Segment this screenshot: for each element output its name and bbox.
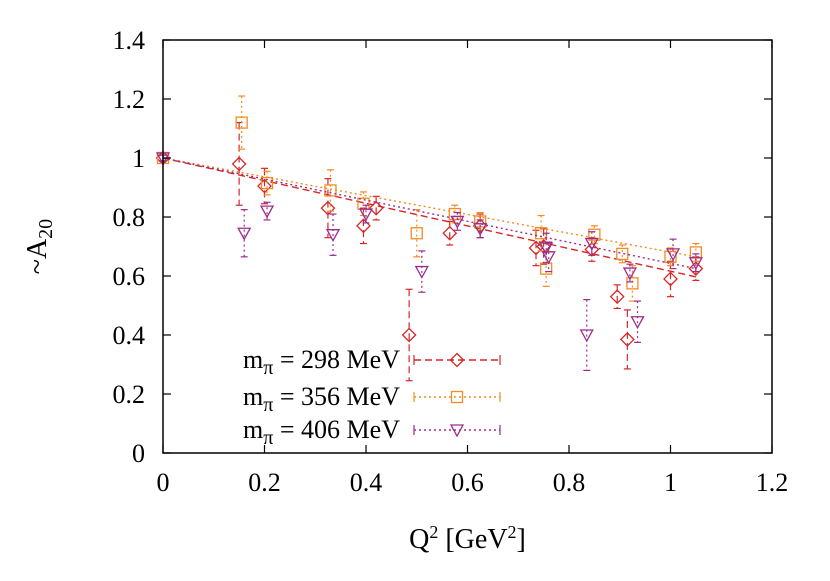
legend-marker xyxy=(449,352,465,368)
data-point xyxy=(401,327,417,343)
data-point xyxy=(356,218,371,234)
fit-line xyxy=(162,157,697,270)
data-point xyxy=(619,332,635,347)
data-point xyxy=(324,184,337,197)
x-tick-label: 0.4 xyxy=(350,468,383,497)
y-tick-label: 0.2 xyxy=(113,380,146,409)
data-point xyxy=(528,240,544,256)
data-point xyxy=(257,178,272,194)
data-point xyxy=(665,248,681,262)
data-point xyxy=(410,227,423,240)
x-tick-label: 0.8 xyxy=(553,468,586,497)
data-point xyxy=(442,225,458,241)
legend-label: mπ = 406 MeV xyxy=(243,415,400,449)
data-point xyxy=(260,176,274,190)
x-axis-title-unit-sup: 2 xyxy=(508,522,517,542)
series-layer xyxy=(155,95,704,382)
data-point xyxy=(622,267,637,281)
y-axis-title-prefix: ~A xyxy=(22,238,53,274)
y-tick-label: 1.2 xyxy=(113,85,146,114)
x-axis-title-sup: 2 xyxy=(429,522,438,542)
y-tick-label: 0.8 xyxy=(113,203,146,232)
y-tick-label: 1 xyxy=(132,144,145,173)
data-point xyxy=(663,271,678,287)
fit-line xyxy=(162,157,697,278)
legend-marker xyxy=(449,424,465,438)
data-point xyxy=(688,261,704,277)
data-point xyxy=(259,205,275,219)
data-point xyxy=(450,215,465,229)
x-tick-label: 0.2 xyxy=(248,468,281,497)
data-point xyxy=(448,207,461,221)
data-point xyxy=(688,257,703,271)
data-point xyxy=(588,228,601,241)
x-tick-label: 0.6 xyxy=(451,468,484,497)
data-point xyxy=(320,200,336,216)
legend-label: mπ = 356 MeV xyxy=(243,382,400,416)
data-point xyxy=(473,223,488,237)
data-point xyxy=(414,265,429,279)
legend-marker xyxy=(450,390,464,404)
legend-item-3: mπ = 406 MeV xyxy=(243,415,501,449)
x-axis-title-base: Q xyxy=(409,524,429,555)
x-tick-label: 1.2 xyxy=(756,468,789,497)
ticks-layer: 0 0.2 0.4 0.6 0.8 1 1.2 0 0.2 0.4 0.6 0.8 1 1.2 1.4 xyxy=(113,26,789,497)
series-1 xyxy=(155,121,704,382)
y-axis-title-subscript: 20 xyxy=(35,219,57,239)
data-point xyxy=(664,250,677,263)
y-axis-title: ~A20 xyxy=(22,219,57,274)
legend-item-1: mπ = 298 MeV xyxy=(243,345,501,379)
x-axis-title: Q2 [GeV2] xyxy=(409,522,526,555)
legend-item-2: mπ = 356 MeV xyxy=(243,382,501,416)
x-tick-label: 0 xyxy=(157,468,170,497)
data-point xyxy=(630,316,645,330)
y-tick-label: 0.4 xyxy=(113,321,146,350)
fit-line xyxy=(162,157,697,258)
data-point xyxy=(541,251,556,265)
data-point xyxy=(237,227,252,241)
x-axis-title-unit: [GeV xyxy=(438,524,507,555)
series-3 xyxy=(155,152,703,371)
data-point xyxy=(616,247,629,261)
data-point xyxy=(584,237,599,251)
x-axis-title-unit-close: ] xyxy=(517,524,526,555)
data-point xyxy=(579,329,594,343)
data-point xyxy=(368,200,384,216)
data-point xyxy=(358,208,374,222)
y-tick-label: 1.4 xyxy=(113,26,146,55)
x-tick-label: 1 xyxy=(664,468,677,497)
data-point xyxy=(231,156,247,172)
data-point xyxy=(325,229,341,243)
y-tick-label: 0 xyxy=(132,439,145,468)
data-point xyxy=(609,289,625,305)
data-point xyxy=(626,277,639,290)
legend-label: mπ = 298 MeV xyxy=(243,345,400,379)
y-tick-label: 0.6 xyxy=(113,262,146,291)
data-point xyxy=(235,116,248,129)
